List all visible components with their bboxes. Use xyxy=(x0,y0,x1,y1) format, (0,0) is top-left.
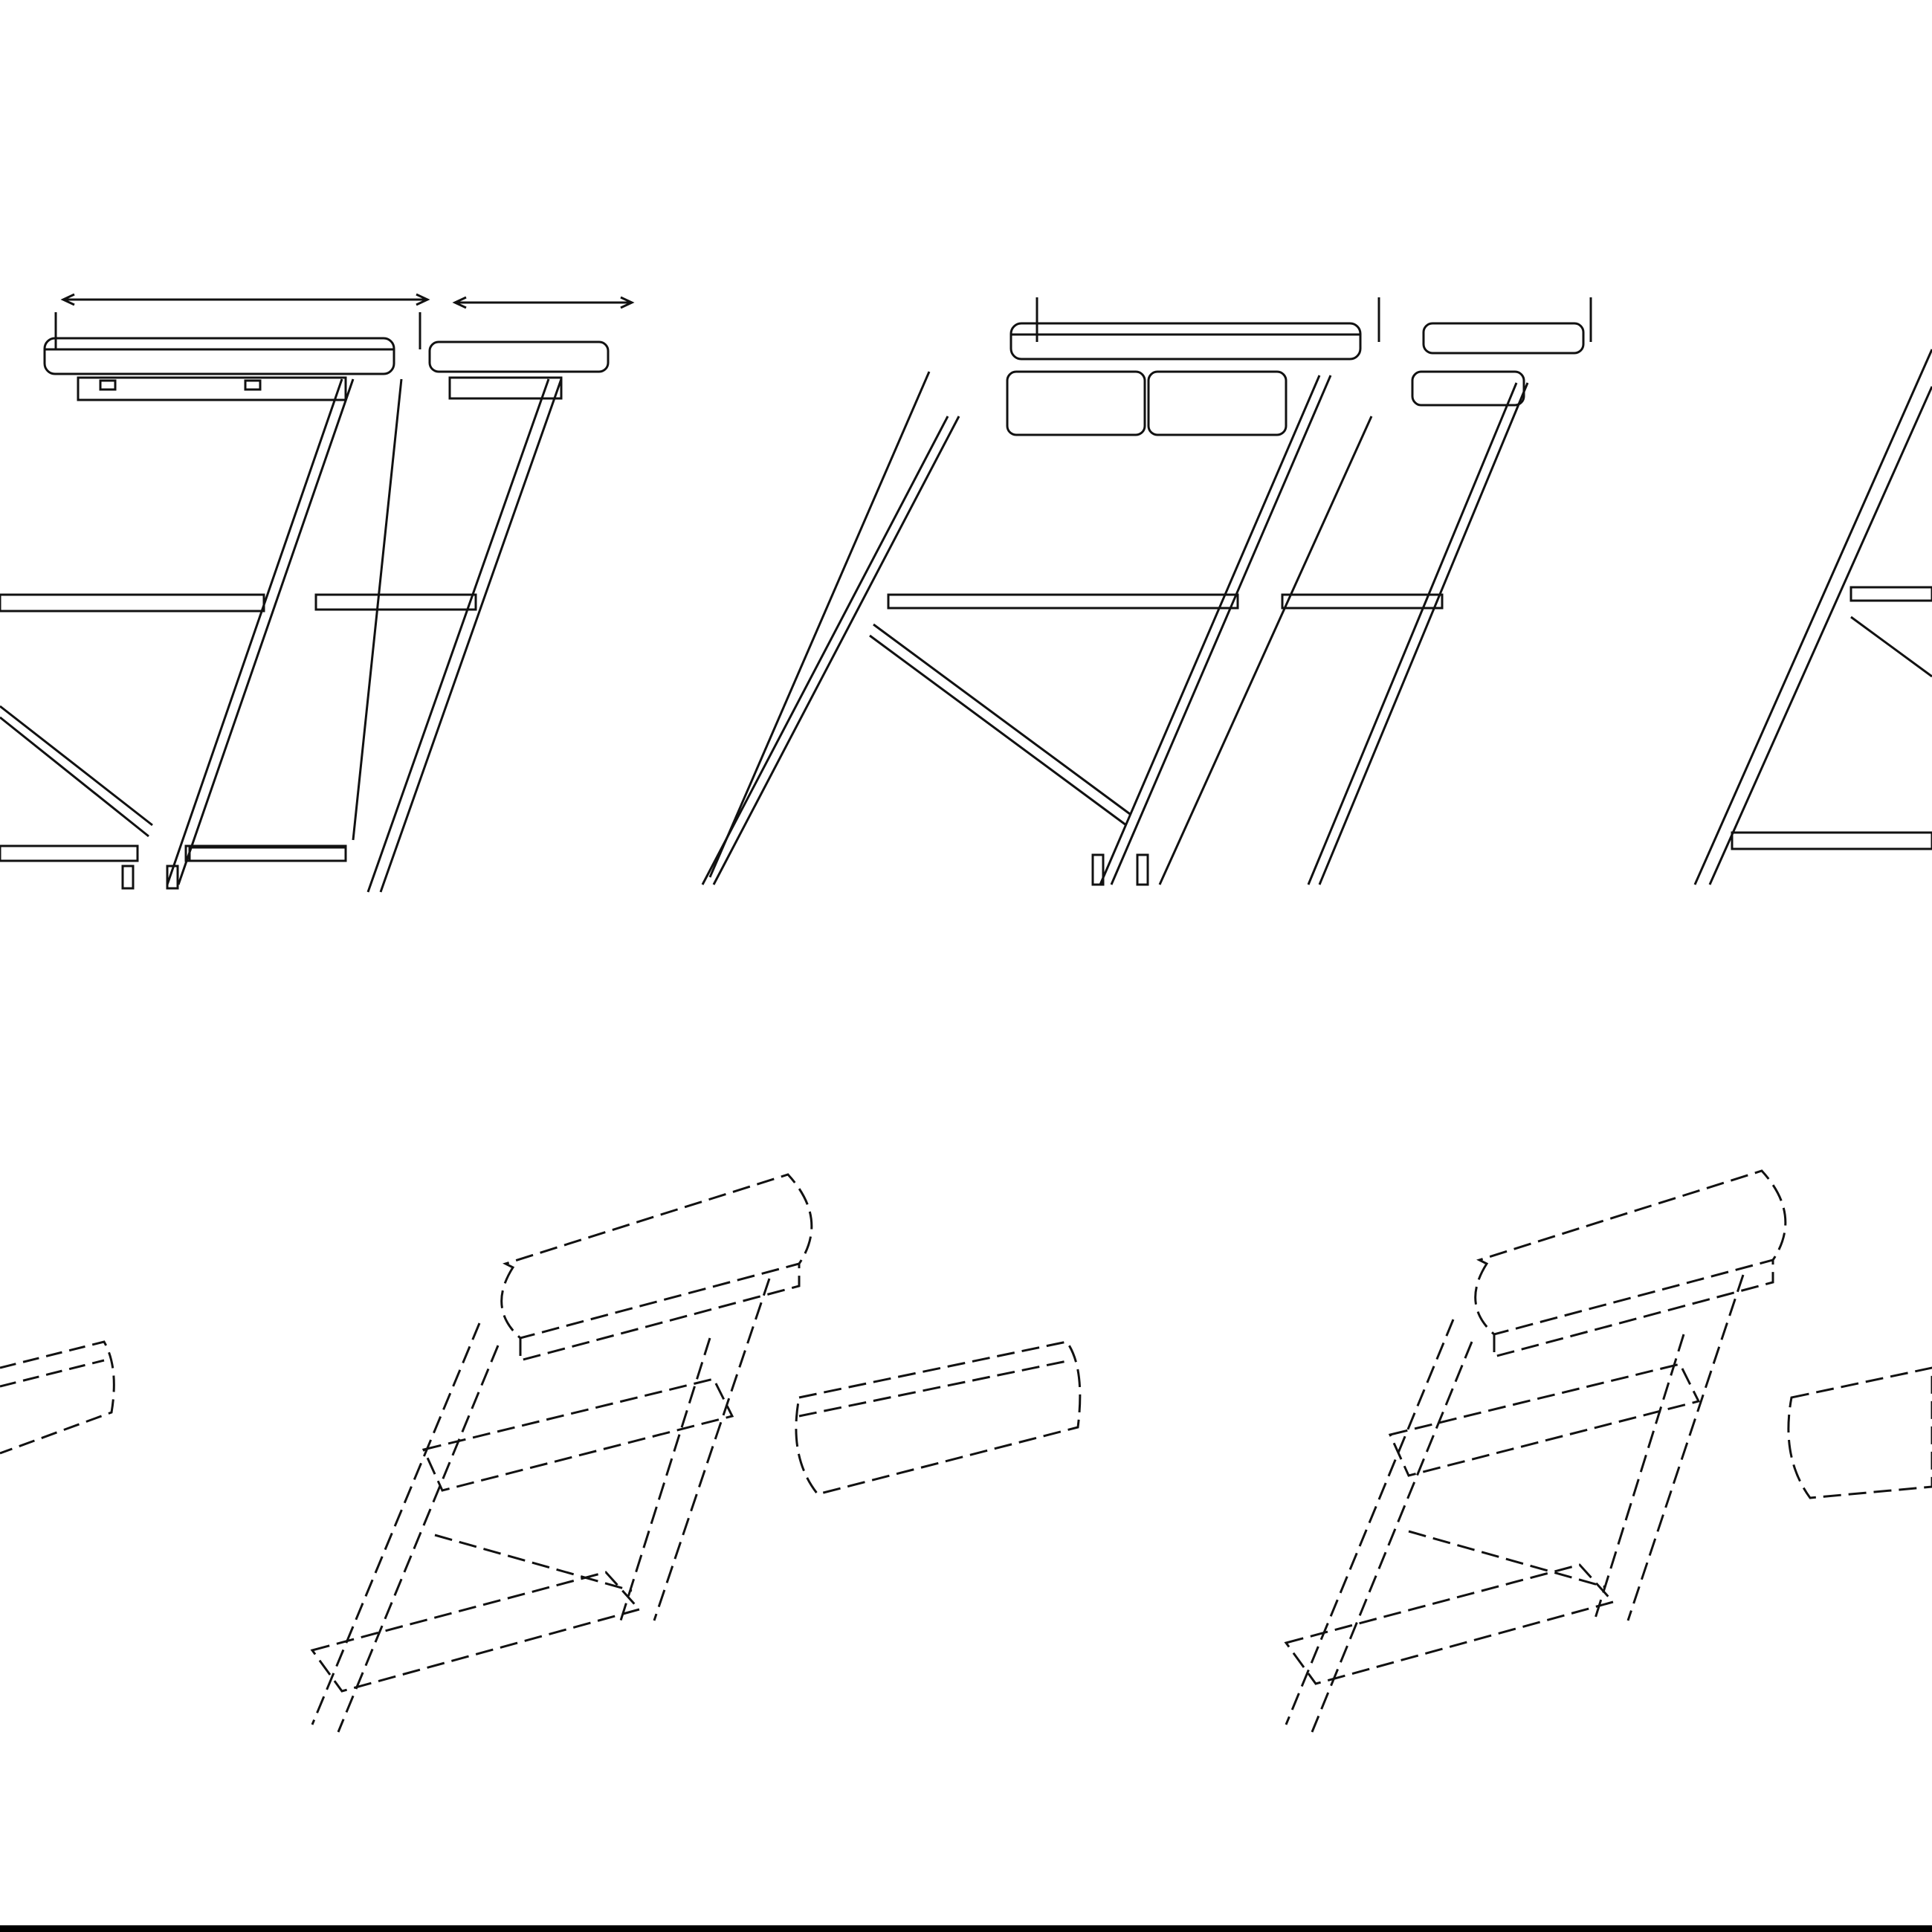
width-arrow-right xyxy=(416,293,430,306)
iso-r-leg-front-right xyxy=(1626,1274,1745,1621)
drawer-handle-1 xyxy=(99,379,117,391)
depth-arrow-right xyxy=(620,296,635,309)
iso-r-leg-back-right xyxy=(1593,1334,1685,1621)
foot-front-1 xyxy=(121,865,135,890)
foot-c-2 xyxy=(1136,853,1149,886)
tabletop-front-c xyxy=(1009,322,1362,361)
shelf-middle-side xyxy=(314,593,477,611)
iso-r-leg-front-left xyxy=(1285,1319,1455,1725)
iso-r-tabletop-front xyxy=(1493,1260,1774,1358)
iso-r-shelf-bottom xyxy=(1284,1563,1615,1685)
drawer-right-c xyxy=(1147,370,1288,436)
iso-tabletop-front xyxy=(519,1264,801,1362)
drawer-side xyxy=(448,376,563,400)
drawer-unit-front xyxy=(77,376,347,401)
shelf-bottom-right xyxy=(1731,831,1932,850)
iso-view-center xyxy=(310,1173,1082,1733)
iso-drawer-block-top xyxy=(798,1359,1071,1418)
cross-brace-front-b xyxy=(0,716,149,838)
shelf-middle-front xyxy=(0,593,265,613)
iso-drawer-block xyxy=(795,1340,1082,1496)
leg-side-b xyxy=(379,378,563,893)
drawer-side-c xyxy=(1411,370,1525,407)
tabletop-side xyxy=(428,340,610,373)
leg-back-c-b xyxy=(712,416,960,885)
cross-brace-front xyxy=(0,705,153,827)
cross-brace-right xyxy=(1850,616,1932,678)
leg-front-c-b xyxy=(1110,375,1332,885)
shelf-bottom-side xyxy=(188,846,347,862)
shelf-middle-right xyxy=(1849,586,1932,602)
bottom-bar xyxy=(0,1925,1932,1932)
height-dimension-line xyxy=(708,371,931,878)
iso-r-tabletop xyxy=(1474,1169,1787,1336)
iso-r-shelf-middle xyxy=(1388,1363,1701,1477)
iso-cross-brace xyxy=(434,1534,633,1592)
leg-front-left-a xyxy=(166,378,343,885)
iso-r-cross-brace xyxy=(1408,1530,1606,1589)
drawer-left-c xyxy=(1006,370,1146,436)
iso-leg-front-right xyxy=(653,1278,771,1621)
front-side-elevation-center xyxy=(701,297,1592,886)
leg-side-back-c xyxy=(1158,416,1373,885)
iso-leg-back-left xyxy=(337,1345,500,1733)
cross-brace-c xyxy=(873,623,1131,815)
elevation-right-partial xyxy=(1693,349,1932,885)
leg-side-c-b xyxy=(1318,382,1529,885)
front-side-elevation-left xyxy=(0,293,635,893)
tabletop-front xyxy=(43,337,395,375)
leg-front-left-b xyxy=(177,378,355,885)
foot-front-2 xyxy=(166,865,179,890)
drawer-handle-2 xyxy=(244,379,262,391)
shelf-middle-c xyxy=(887,593,1239,610)
leg-side-c-a xyxy=(1307,382,1518,885)
leg-back-c-a xyxy=(701,416,949,885)
iso-tabletop xyxy=(500,1173,813,1340)
leg-side-a xyxy=(366,378,550,893)
iso-left-drawer xyxy=(0,1340,115,1455)
iso-shelf-middle xyxy=(421,1377,734,1492)
shelf-bottom-front xyxy=(0,844,139,862)
shelf-middle-side-c xyxy=(1281,593,1444,610)
width-arrow-left xyxy=(60,293,75,306)
cross-brace-c-b xyxy=(869,634,1127,827)
leg-front-c-a xyxy=(1099,375,1321,885)
tabletop-side-c xyxy=(1422,322,1585,355)
depth-arrow-left xyxy=(452,296,467,309)
iso-view-right xyxy=(1284,1169,1932,1733)
leg-right-a xyxy=(1693,349,1932,885)
leg-right-b xyxy=(1708,386,1932,885)
iso-view-left-partial xyxy=(0,1340,115,1455)
foot-c-1 xyxy=(1091,853,1105,886)
iso-r-drawer-block xyxy=(1787,1366,1932,1499)
iso-left-drawer-top xyxy=(0,1359,105,1388)
iso-leg-front-left xyxy=(311,1322,481,1725)
iso-shelf-bottom xyxy=(310,1571,642,1693)
iso-r-leg-back-left xyxy=(1311,1341,1473,1733)
iso-leg-back-right xyxy=(619,1337,711,1621)
